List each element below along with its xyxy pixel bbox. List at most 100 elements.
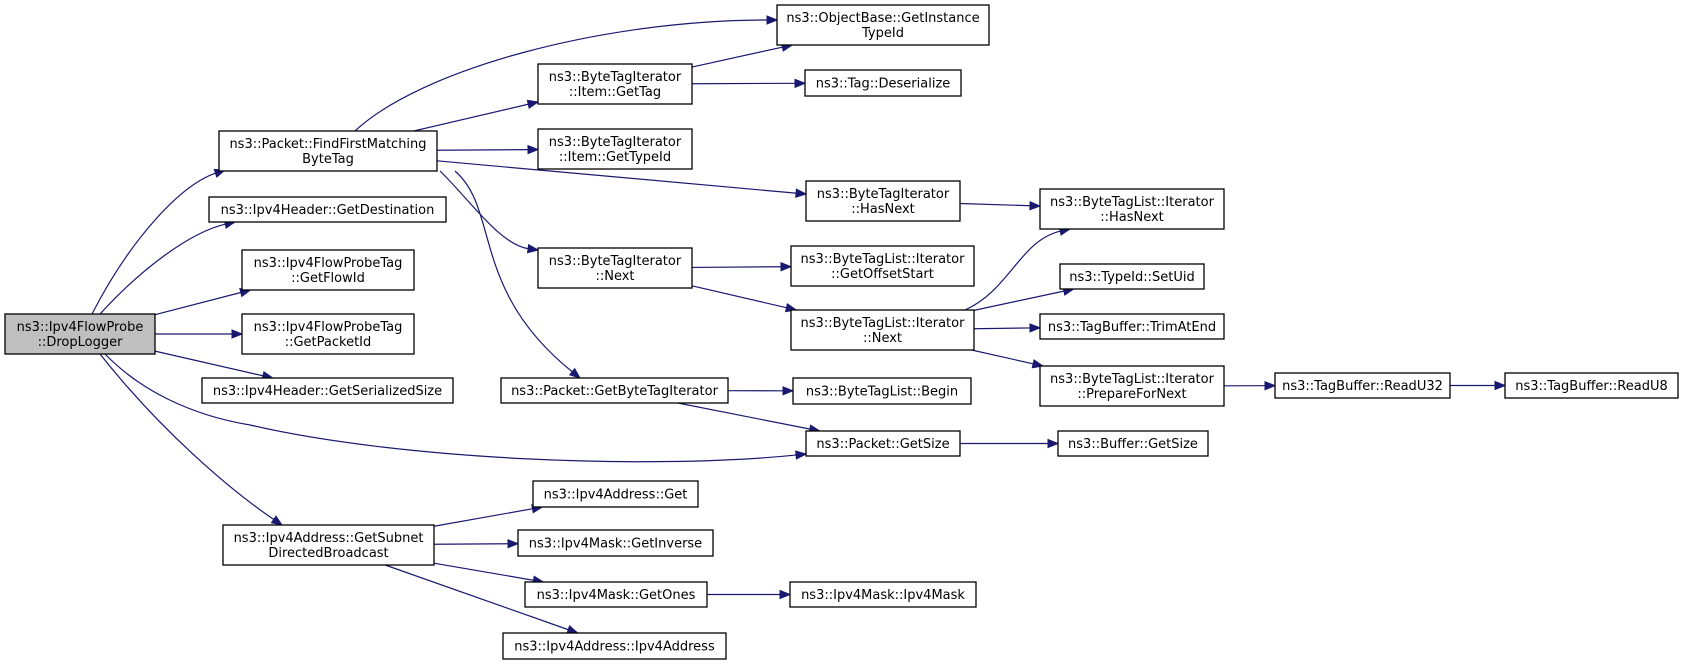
node-bufferGetSize[interactable]: ns3::Buffer::GetSize [1057,430,1209,457]
node-addrGet[interactable]: ns3::Ipv4Address::Get [532,480,699,508]
node-box [790,245,975,287]
edge-listIterNext-to-setUid [973,286,1076,311]
edge-packetGetSize-to-bufferGetSize [960,438,1060,449]
edge-iterNext-to-getOffsetStart [691,262,793,272]
node-box [524,581,708,608]
node-label-line-1: ns3::Ipv4FlowProbeTag [254,320,403,335]
edge-root-to-getSubnetDirectedBroadcast [99,353,284,526]
edge-line [91,172,217,315]
edge-findFirstMatching-to-getInstanceTypeId [354,15,779,132]
node-listIterHasNext[interactable]: ns3::ByteTagList::Iterator::HasNext [1039,188,1225,230]
arrow-head-icon [526,243,540,254]
edge-listIterNext-to-trimAtEnd [973,323,1042,333]
node-box [1039,188,1225,230]
edge-readU32-to-readU8 [1450,380,1507,391]
node-label-line-1: ns3::ByteTagIterator [549,70,682,85]
edge-root-to-getSerializedSize [154,350,275,381]
node-box [208,196,447,223]
node-box [1504,372,1679,399]
node-readU8[interactable]: ns3::TagBuffer::ReadU8 [1504,372,1679,399]
node-iterHasNext[interactable]: ns3::ByteTagIterator::HasNext [805,180,961,222]
node-label-line-2: ::GetOffsetStart [831,267,934,282]
node-box [241,313,415,355]
node-label-line-1: ns3::ObjectBase::GetInstance [786,11,979,26]
node-getByteTagIterator[interactable]: ns3::Packet::GetByteTagIterator [500,377,729,404]
arrow-head-icon [527,144,540,155]
node-label-line-1: ns3::Packet::FindFirstMatching [229,137,426,152]
node-box [241,249,415,291]
arrow-head-icon [779,589,792,600]
edge-getSubnetDirectedBroadcast-to-maskGetOnes [433,562,545,585]
node-getSubnetDirectedBroadcast[interactable]: ns3::Ipv4Address::GetSubnetDirectedBroad… [222,524,435,566]
node-prepareForNext[interactable]: ns3::ByteTagList::Iterator::PrepareForNe… [1039,365,1225,407]
node-packetGetSize[interactable]: ns3::Packet::GetSize [805,430,961,457]
node-getOffsetStart[interactable]: ns3::ByteTagList::Iterator::GetOffsetSta… [790,245,975,287]
node-box [4,313,156,355]
arrow-head-icon [794,78,807,89]
node-addrCtor[interactable]: ns3::Ipv4Address::Ipv4Address [502,632,727,660]
node-label-line-2: ::GetFlowId [291,271,365,286]
node-label-line-2: ::HasNext [851,202,915,217]
node-box [776,4,990,46]
edge-itemGetTag-to-getInstanceTypeId [691,42,794,68]
node-getDestination[interactable]: ns3::Ipv4Header::GetDestination [208,196,447,223]
edge-line [964,230,1062,311]
node-label-line-1: ns3::ByteTagIterator [817,187,950,202]
node-readU32[interactable]: ns3::TagBuffer::ReadU32 [1274,372,1451,399]
edge-line [433,543,510,545]
edge-line [354,19,769,132]
edge-line [971,349,1035,365]
node-tagDeserialize[interactable]: ns3::Tag::Deserialize [804,69,962,97]
node-label-line-1: ns3::ByteTagIterator [549,135,682,150]
edge-root-to-findFirstMatching [91,168,227,315]
edge-root-to-packetGetSize [104,353,808,463]
node-box [805,430,961,457]
node-box [537,247,693,289]
arrow-head-icon [780,262,793,272]
node-label-line-1: ns3::TagBuffer::TrimAtEnd [1048,320,1216,335]
node-root[interactable]: ns3::Ipv4FlowProbe::DropLogger [4,313,156,355]
node-label-line-2: DirectedBroadcast [268,546,388,561]
arrow-head-icon [568,367,582,379]
node-label-line-1: ns3::TypeId::SetUid [1069,270,1194,285]
edge-findFirstMatching-to-itemGetTag [413,99,540,132]
node-maskCtor[interactable]: ns3::Ipv4Mask::Ipv4Mask [789,581,977,608]
node-label-line-1: ns3::Ipv4Header::GetDestination [221,203,435,218]
node-listBegin[interactable]: ns3::ByteTagList::Begin [792,377,972,405]
arrow-head-icon [1494,380,1507,391]
edge-listIterNext-to-prepareForNext [971,349,1045,369]
edge-line [959,202,1032,207]
node-label-line-1: ns3::Ipv4Address::GetSubnet [234,531,424,546]
node-iterNext[interactable]: ns3::ByteTagIterator::Next [537,247,693,289]
node-setUid[interactable]: ns3::TypeId::SetUid [1059,263,1205,290]
node-label-line-2: TypeId [861,26,904,41]
node-getSerializedSize[interactable]: ns3::Ipv4Header::GetSerializedSize [201,377,454,404]
edge-line [691,46,784,68]
node-getFlowId[interactable]: ns3::Ipv4FlowProbeTag::GetFlowId [241,249,415,291]
node-box [805,180,961,222]
edge-prepareForNext-to-readU32 [1223,380,1277,391]
arrow-head-icon [795,188,808,198]
node-label-line-1: ns3::ByteTagList::Iterator [801,252,966,267]
node-trimAtEnd[interactable]: ns3::TagBuffer::TrimAtEnd [1039,313,1225,340]
node-label-line-1: ns3::Tag::Deserialize [816,77,951,92]
node-maskGetOnes[interactable]: ns3::Ipv4Mask::GetOnes [524,581,708,608]
nodes-layer: ns3::Ipv4FlowProbe::DropLoggerns3::Packe… [4,4,1679,660]
node-label-line-1: ns3::ByteTagList::Iterator [1050,372,1215,387]
edge-getSubnetDirectedBroadcast-to-maskGetInverse [433,539,520,549]
node-listIterNext[interactable]: ns3::ByteTagList::Iterator::Next [790,309,975,351]
node-label-line-1: ns3::Ipv4Mask::GetInverse [529,537,702,552]
node-maskGetInverse[interactable]: ns3::Ipv4Mask::GetInverse [517,529,714,557]
edge-line [104,353,798,463]
node-getPacketId[interactable]: ns3::Ipv4FlowProbeTag::GetPacketId [241,313,415,355]
node-label-line-1: ns3::Ipv4FlowProbe [17,320,144,335]
node-box [517,529,714,557]
node-box [201,377,454,404]
edges-layer [91,15,1507,634]
node-itemGetTag[interactable]: ns3::ByteTagIterator::Item::GetTag [537,63,693,105]
node-box [500,377,729,404]
arrow-head-icon [526,99,540,109]
node-itemGetTypeId[interactable]: ns3::ByteTagIterator::Item::GetTypeId [537,128,693,170]
